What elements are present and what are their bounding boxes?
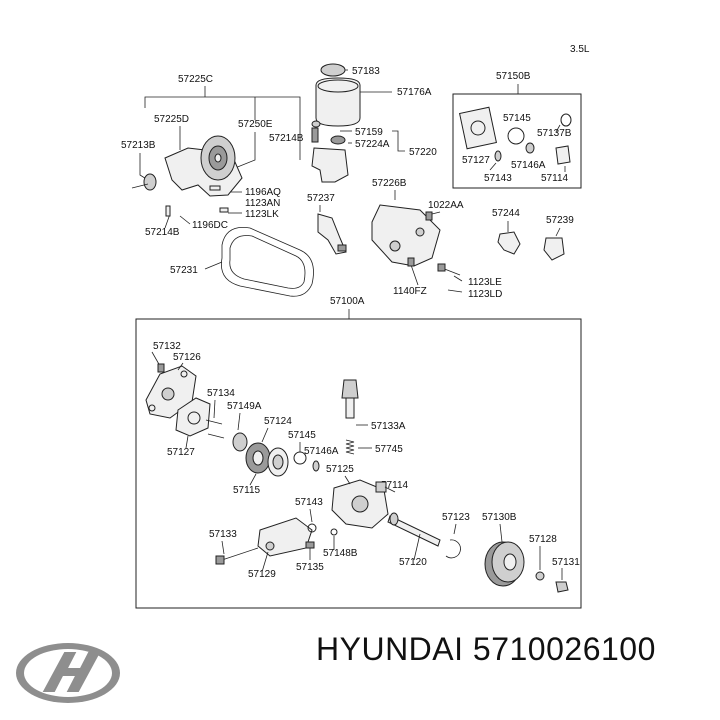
washer-57131 [555, 581, 569, 593]
label-57149A: 57149A [227, 401, 262, 412]
label-57146A-bottom: 57146A [304, 446, 339, 457]
label-57135: 57135 [296, 562, 324, 573]
reservoir-bracket [311, 147, 349, 183]
label-57226B: 57226B [372, 178, 407, 189]
label-1196AQ: 1196AQ [245, 187, 281, 198]
gasket-57127 [458, 106, 498, 150]
label-57127-top: 57127 [462, 155, 490, 166]
label-57133: 57133 [209, 529, 237, 540]
label-57213B: 57213B [121, 140, 156, 151]
seal-kit-group: 57150B 57145 57137B 57127 57146A 57143 5… [452, 71, 582, 189]
label-57148B: 57148B [323, 548, 358, 559]
brand-name: HYUNDAI [316, 631, 464, 667]
fitting-57133A [341, 379, 359, 399]
clip-57239 [543, 237, 565, 261]
bushing-57114 [555, 145, 571, 165]
label-57114-top: 57114 [541, 173, 569, 184]
o-ring-57145 [507, 127, 525, 145]
label-57133A: 57133A [371, 421, 406, 432]
label-57231: 57231 [170, 265, 198, 276]
label-57176A: 57176A [397, 87, 432, 98]
seal-57137B [560, 113, 572, 127]
label-57130B: 57130B [482, 512, 517, 523]
label-1196DC: 1196DC [192, 220, 228, 231]
label-57100A: 57100A [330, 296, 365, 307]
label-57123: 57123 [442, 512, 470, 523]
snap-ring-57123 [445, 539, 461, 559]
label-57114-bottom: 57114 [381, 480, 409, 491]
label-57745: 57745 [375, 444, 403, 455]
label-57137B: 57137B [537, 128, 572, 139]
label-57250E: 57250E [238, 119, 273, 130]
label-57131: 57131 [552, 557, 580, 568]
label-57146A-top: 57146A [511, 160, 546, 171]
belt-and-brackets-group: 57237 57226B 1022AA 57231 1140FZ 1123LE … [170, 178, 502, 300]
label-57128: 57128 [529, 534, 557, 545]
label-57220: 57220 [409, 147, 437, 158]
label-57134: 57134 [207, 388, 235, 399]
reservoir-group: 57183 57176A 57159 57224A 57220 [311, 63, 437, 183]
label-57126: 57126 [173, 352, 201, 363]
clips-group: 57244 57239 [492, 208, 574, 261]
label-1123LE: 1123LE [468, 277, 502, 288]
label-57129: 57129 [248, 569, 276, 580]
label-57244: 57244 [492, 208, 520, 219]
label-57127-bottom: 57127 [167, 447, 195, 458]
label-57145-bottom: 57145 [288, 430, 316, 441]
label-57159: 57159 [355, 127, 383, 138]
label-1123AN: 1123AN [245, 198, 280, 209]
label-57120: 57120 [399, 557, 427, 568]
pump-assembly-frame [135, 318, 582, 609]
label-1022AA: 1022AA [428, 200, 464, 211]
part-number: 5710026100 [472, 631, 656, 667]
label-57225C: 57225C [178, 74, 213, 85]
drive-belt [221, 226, 314, 297]
label-1140FZ: 1140FZ [393, 286, 427, 297]
label-57225D: 57225D [154, 114, 189, 125]
engine-label: 3.5L [570, 44, 590, 55]
label-57143-top: 57143 [484, 173, 512, 184]
shaft-57120 [387, 515, 441, 547]
label-57115: 57115 [233, 485, 261, 496]
label-57124: 57124 [264, 416, 292, 427]
label-57214B-top: 57214B [269, 133, 304, 144]
front-housing-57129 [257, 517, 313, 557]
gasket-57127-lower [175, 397, 211, 437]
nut-57128 [535, 571, 545, 581]
label-57132: 57132 [153, 341, 181, 352]
label-57239: 57239 [546, 215, 574, 226]
label-57224A: 57224A [355, 139, 390, 150]
label-57143-bottom: 57143 [295, 497, 323, 508]
label-57145-top: 57145 [503, 113, 531, 124]
label-1123LD: 1123LD [468, 289, 502, 300]
seal-kit-frame [452, 93, 582, 189]
footer-caption: HYUNDAI 5710026100 [316, 631, 656, 668]
label-1123LK: 1123LK [245, 209, 279, 220]
pump-assembly-group: 57100A 57132 57126 57134 57149A 57127 57… [135, 296, 582, 609]
cam-ring-57124 [232, 432, 248, 452]
spring-57745 [345, 439, 355, 455]
label-57237: 57237 [307, 193, 335, 204]
small-bracket-57237 [317, 213, 347, 255]
label-57125: 57125 [326, 464, 354, 475]
bracket-assembly-group: 57225C 57225D 57250E 57213B 57214B 1196A… [121, 74, 319, 238]
label-57214B-bottom: 57214B [145, 227, 180, 238]
reservoir-cap [320, 63, 346, 77]
label-57150B: 57150B [496, 71, 531, 82]
clip-57244 [497, 231, 521, 255]
label-57183: 57183 [352, 66, 380, 77]
hyundai-logo-icon [16, 643, 120, 703]
